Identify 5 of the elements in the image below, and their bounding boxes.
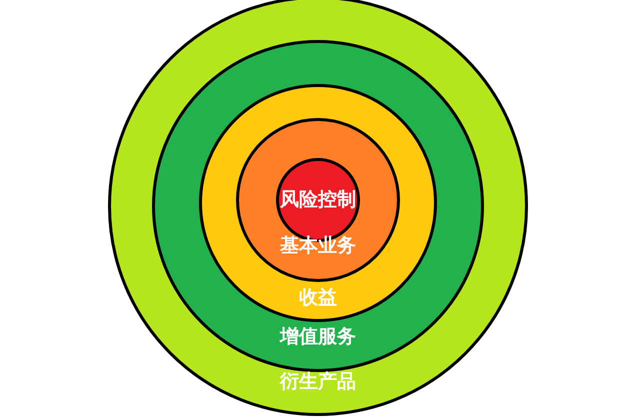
ring-label: 风险控制 xyxy=(280,190,356,210)
ring-label: 基本业务 xyxy=(280,236,356,256)
ring-label: 增值服务 xyxy=(280,328,356,346)
ring-label: 衍生产品 xyxy=(280,372,356,392)
ring-label: 收益 xyxy=(299,288,337,308)
